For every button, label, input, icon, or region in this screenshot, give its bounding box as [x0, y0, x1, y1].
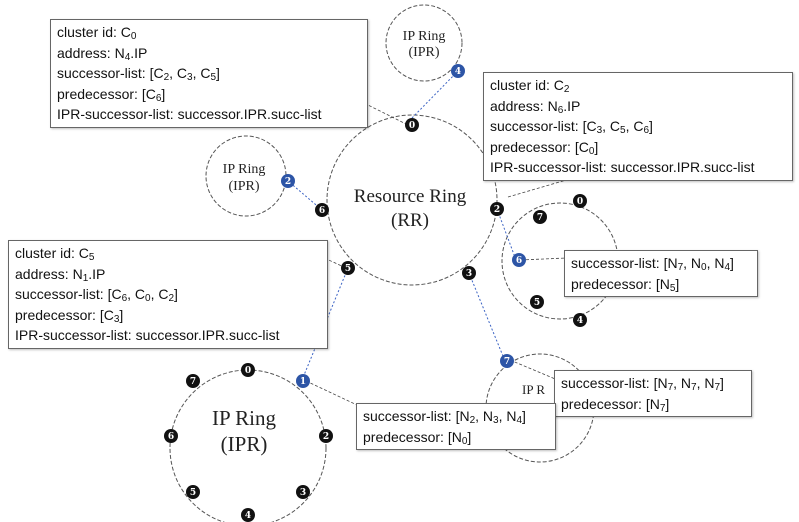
node-rr-3: 3	[462, 266, 476, 280]
c2-successor-list: successor-list: [C3, C5, C6]	[490, 118, 653, 136]
node-rr-0: 0	[405, 118, 419, 132]
svg-text:4: 4	[455, 67, 461, 77]
node-ipr-top-4: 4	[451, 64, 465, 78]
ipr-top-name: IP Ring	[403, 29, 446, 44]
ipr-right-lower-name: IP R	[522, 382, 545, 397]
c2-cluster-id: cluster id: C2	[490, 77, 570, 95]
node-ipr-b-6: 6	[164, 429, 178, 443]
node-ipr-b-1: 1	[296, 374, 310, 388]
link-rr0-ipr-top	[411, 70, 459, 119]
svg-text:4: 4	[245, 511, 251, 521]
node-rr-2: 2	[490, 202, 504, 216]
ipr-bottom-name: IP Ring	[212, 406, 276, 430]
callout-node-n6: successor-list: [N7, N0, N4] predecessor…	[564, 250, 758, 297]
callout-cluster-c5: cluster id: C5 address: N1.IP successor-…	[8, 240, 328, 349]
ipr-left-name: IP Ring	[223, 162, 266, 177]
node-ipr-rl-7: 7	[500, 354, 514, 368]
callout-cluster-c2: cluster id: C2 address: N6.IP successor-…	[483, 72, 793, 181]
n7-successor-list: successor-list: [N7, N7, N7]	[561, 375, 724, 393]
c0-predecessor: predecessor: [C6]	[57, 85, 166, 104]
node-ipr-ru-4: 4	[573, 313, 587, 327]
node-ipr-b-7: 7	[186, 374, 200, 388]
c5-ipr-successor-list: IPR-successor-list: successor.IPR.succ-l…	[15, 327, 280, 343]
svg-text:4: 4	[577, 316, 583, 326]
svg-text:3: 3	[300, 488, 306, 498]
resource-ring-name: Resource Ring	[354, 186, 467, 207]
n7-predecessor: predecessor: [N7]	[561, 395, 670, 414]
svg-text:2: 2	[494, 205, 500, 215]
resource-ring-abbr: (RR)	[391, 210, 429, 231]
c0-cluster-id: cluster id: C0	[57, 24, 137, 42]
callout-line-n1	[305, 380, 358, 406]
ip-ring-top	[385, 4, 463, 82]
link-rr2-ipr-right-upper	[496, 208, 517, 261]
c0-address: address: N4.IP	[57, 44, 148, 63]
node-rr-5: 5	[341, 261, 355, 275]
node-rr-6: 6	[315, 203, 329, 217]
callout-line-n7	[509, 359, 561, 382]
svg-text:7: 7	[190, 377, 196, 387]
n6-predecessor: predecessor: [N5]	[571, 275, 680, 294]
callout-line-n6	[520, 257, 567, 266]
node-ipr-b-4: 4	[241, 508, 255, 522]
node-ipr-ru-5: 5	[530, 295, 544, 309]
ipr-bottom-abbr: (IPR)	[221, 432, 268, 456]
c2-address: address: N6.IP	[490, 97, 581, 116]
link-rr6-ipr-left	[287, 180, 323, 211]
svg-text:5: 5	[190, 488, 196, 498]
node-ipr-left-2: 2	[281, 174, 295, 188]
svg-text:2: 2	[285, 177, 291, 187]
n1-successor-list: successor-list: [N2, N3, N4]	[363, 408, 526, 426]
svg-text:6: 6	[516, 256, 522, 266]
svg-text:6: 6	[319, 206, 325, 216]
svg-text:0: 0	[577, 197, 583, 207]
svg-text:5: 5	[534, 298, 540, 308]
node-ipr-b-3: 3	[296, 485, 310, 499]
callout-cluster-c0: cluster id: C0 address: N4.IP successor-…	[50, 19, 368, 128]
svg-text:0: 0	[409, 121, 415, 131]
callout-line-c0	[359, 100, 407, 125]
c0-ipr-successor-list: IPR-successor-list: successor.IPR.succ-l…	[57, 106, 322, 122]
svg-text:6: 6	[168, 432, 174, 442]
node-ipr-b-0: 0	[241, 363, 255, 377]
node-ipr-b-5: 5	[186, 485, 200, 499]
ipr-left-abbr: (IPR)	[228, 179, 259, 194]
svg-text:7: 7	[504, 357, 510, 367]
svg-text:2: 2	[323, 432, 329, 442]
node-ipr-b-2: 2	[319, 429, 333, 443]
c5-predecessor: predecessor: [C3]	[15, 306, 124, 325]
svg-text:1: 1	[300, 377, 306, 387]
ipr-top-abbr: (IPR)	[408, 45, 439, 60]
c5-successor-list: successor-list: [C6, C0, C2]	[15, 286, 178, 304]
link-rr3-ipr-right-lower	[468, 272, 506, 362]
svg-text:7: 7	[537, 213, 543, 223]
svg-text:0: 0	[245, 366, 251, 376]
c2-ipr-successor-list: IPR-successor-list: successor.IPR.succ-l…	[490, 159, 755, 175]
n1-predecessor: predecessor: [N0]	[363, 428, 472, 447]
svg-text:3: 3	[466, 269, 472, 279]
svg-text:5: 5	[345, 264, 351, 274]
node-ipr-ru-7: 7	[533, 210, 547, 224]
c0-successor-list: successor-list: [C2, C3, C5]	[57, 65, 220, 83]
resource-ring	[326, 114, 498, 286]
c5-cluster-id: cluster id: C5	[15, 245, 95, 263]
node-ipr-ru-0: 0	[573, 194, 587, 208]
callout-node-n1: successor-list: [N2, N3, N4] predecessor…	[356, 403, 556, 450]
node-ipr-ru-6: 6	[512, 253, 526, 267]
c2-predecessor: predecessor: [C0]	[490, 138, 599, 157]
c5-address: address: N1.IP	[15, 265, 106, 284]
callout-node-n7: successor-list: [N7, N7, N7] predecessor…	[554, 370, 752, 417]
n6-successor-list: successor-list: [N7, N0, N4]	[571, 255, 734, 273]
